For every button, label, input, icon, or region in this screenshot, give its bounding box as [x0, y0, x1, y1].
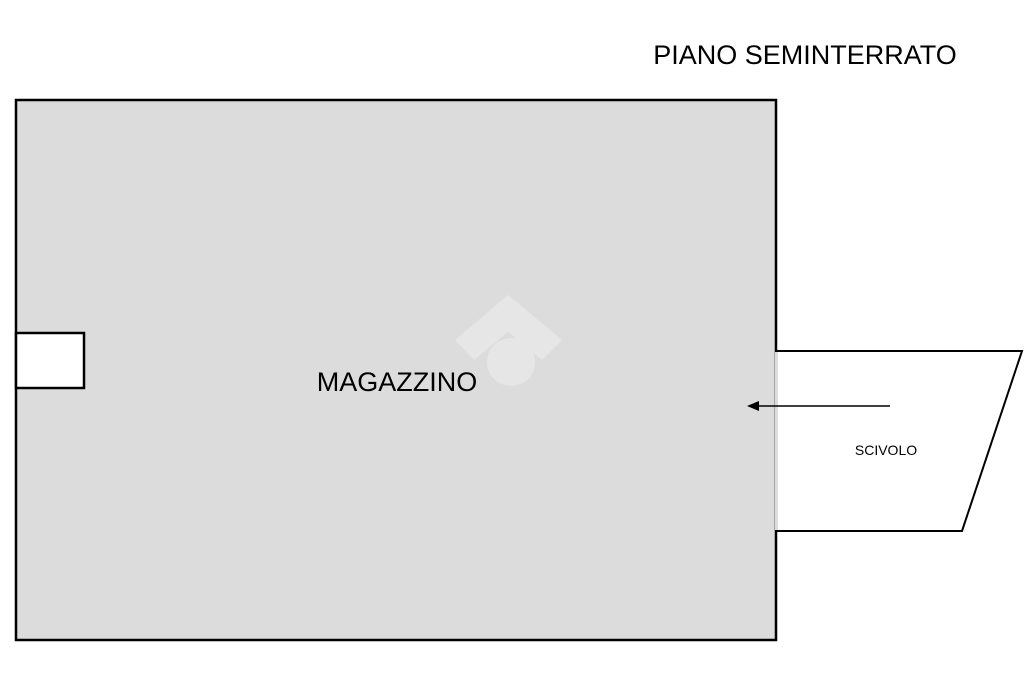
room-label-magazzino: MAGAZZINO: [317, 367, 478, 397]
ramp-opening: [775, 352, 778, 530]
room-label-scivolo: SCIVOLO: [855, 442, 917, 458]
arrow-left-icon: [747, 401, 890, 411]
scivolo-outline: [776, 350, 1024, 532]
house-logo-icon: [455, 295, 562, 386]
wall-niche: [14, 331, 86, 390]
room-scivolo: [776, 351, 1022, 531]
floor-title: PIANO SEMINTERRATO: [653, 40, 957, 70]
room-magazzino: [14, 98, 778, 642]
